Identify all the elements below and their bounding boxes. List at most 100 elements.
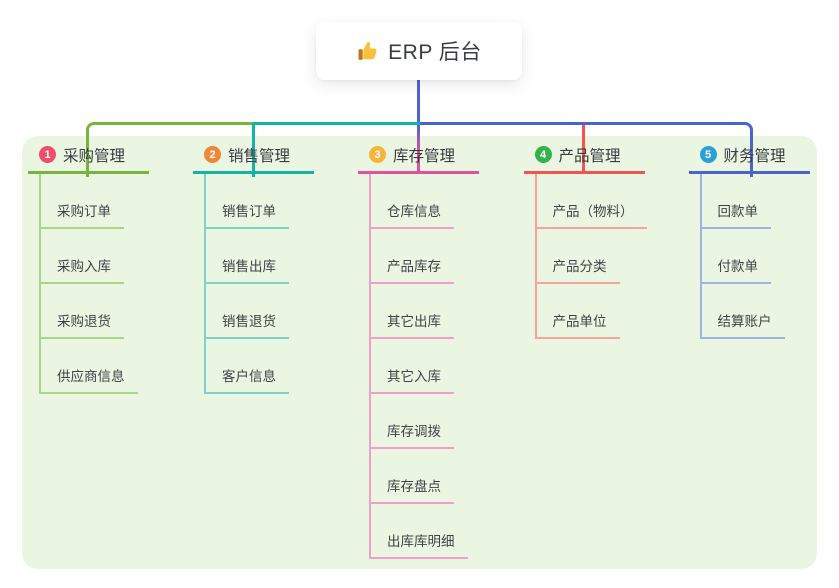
child-node[interactable]: 采购入库 <box>39 255 124 284</box>
branch-column: 3 库存管理 仓库信息产品库存其它出库其它入库库存调拨库存盘点出库库明细 <box>358 146 518 559</box>
branch-number-badge: 2 <box>204 146 221 163</box>
child-row: 结算账户 <box>689 284 839 339</box>
child-row: 供应商信息 <box>28 339 188 394</box>
branch-column: 1 采购管理 采购订单采购入库采购退货供应商信息 <box>28 146 188 394</box>
child-node[interactable]: 采购退货 <box>39 310 124 339</box>
children-connector-line <box>204 174 206 393</box>
branch-4-drop-line <box>582 125 585 174</box>
child-row: 客户信息 <box>193 339 353 394</box>
child-node-label: 其它入库 <box>387 369 441 384</box>
child-node[interactable]: 销售退货 <box>204 310 289 339</box>
child-node-label: 产品（物料） <box>552 204 634 219</box>
branch-node[interactable]: 2 销售管理 <box>193 146 314 174</box>
child-node-label: 库存盘点 <box>387 479 441 494</box>
child-node-label: 产品库存 <box>387 259 441 274</box>
branch-number-badge: 1 <box>39 146 56 163</box>
child-node[interactable]: 其它出库 <box>369 310 454 339</box>
child-node[interactable]: 客户信息 <box>204 365 289 394</box>
child-node[interactable]: 销售订单 <box>204 200 289 229</box>
child-node[interactable]: 产品分类 <box>534 255 620 284</box>
child-node-label: 采购订单 <box>57 204 111 219</box>
bus-corner-right-line <box>420 122 753 177</box>
child-row: 产品库存 <box>358 229 518 284</box>
branch-column: 5 财务管理 回款单付款单结算账户 <box>688 146 839 339</box>
child-row: 采购退货 <box>28 284 188 339</box>
root-connector-line <box>417 80 420 125</box>
child-row: 销售订单 <box>193 174 353 229</box>
branch-node-label: 采购管理 <box>63 147 126 165</box>
branch-3-drop-line <box>417 125 420 174</box>
child-node-label: 出库库明细 <box>387 534 455 549</box>
child-node-label: 其它出库 <box>387 314 441 329</box>
root-node[interactable]: ERP 后台 <box>316 22 522 80</box>
branch-children: 销售订单销售出库销售退货客户信息 <box>193 174 353 394</box>
branch-number-badge: 5 <box>699 146 717 163</box>
child-node[interactable]: 仓库信息 <box>369 200 454 229</box>
child-node[interactable]: 付款单 <box>699 255 771 284</box>
child-node[interactable]: 销售出库 <box>204 255 289 284</box>
branch-node-label: 产品管理 <box>558 147 621 165</box>
branches-panel <box>22 136 817 569</box>
child-row: 回款单 <box>689 174 839 229</box>
child-node-label: 采购入库 <box>57 259 111 274</box>
child-node[interactable]: 库存盘点 <box>369 475 454 504</box>
child-row: 销售出库 <box>193 229 353 284</box>
branch-column: 2 销售管理 销售订单销售出库销售退货客户信息 <box>193 146 353 394</box>
branch-node-label: 销售管理 <box>228 147 291 165</box>
branch-number-badge: 4 <box>534 146 552 163</box>
child-node-label: 采购退货 <box>57 314 111 329</box>
child-row: 仓库信息 <box>358 174 518 229</box>
branch-node[interactable]: 1 采购管理 <box>28 146 149 174</box>
child-row: 产品分类 <box>524 229 684 284</box>
child-row: 采购入库 <box>28 229 188 284</box>
child-node[interactable]: 供应商信息 <box>39 365 138 394</box>
child-node[interactable]: 产品（物料） <box>534 200 647 229</box>
child-node-label: 回款单 <box>717 204 759 219</box>
branch-node[interactable]: 4 产品管理 <box>523 146 645 174</box>
child-node[interactable]: 回款单 <box>699 200 771 229</box>
children-connector-line <box>534 174 537 338</box>
branch-column: 4 产品管理 产品（物料） 产品分类产品单位 <box>523 146 684 339</box>
branch-children: 采购订单采购入库采购退货供应商信息 <box>28 174 188 394</box>
child-row: 其它出库 <box>358 284 518 339</box>
child-node[interactable]: 出库库明细 <box>369 530 468 559</box>
root-node-label: ERP 后台 <box>388 41 482 64</box>
thumbs-up-icon <box>356 40 379 63</box>
child-row: 付款单 <box>689 229 839 284</box>
child-row: 库存盘点 <box>358 449 518 504</box>
child-node-label: 供应商信息 <box>57 369 125 384</box>
child-row: 产品（物料） <box>524 174 684 229</box>
child-node-label: 销售出库 <box>222 259 276 274</box>
branch-children: 仓库信息产品库存其它出库其它入库库存调拨库存盘点出库库明细 <box>358 174 518 559</box>
child-node[interactable]: 产品单位 <box>534 310 620 339</box>
branch-node[interactable]: 5 财务管理 <box>688 146 810 174</box>
children-connector-line <box>699 174 702 338</box>
branch-node[interactable]: 3 库存管理 <box>358 146 479 174</box>
child-row: 库存调拨 <box>358 394 518 449</box>
child-row: 产品单位 <box>524 284 684 339</box>
children-connector-line <box>369 174 371 558</box>
child-node-label: 库存调拨 <box>387 424 441 439</box>
children-connector-line <box>39 174 41 393</box>
branch-number-badge: 3 <box>369 146 386 163</box>
child-node-label: 客户信息 <box>222 369 276 384</box>
child-node[interactable]: 库存调拨 <box>369 420 454 449</box>
child-row: 出库库明细 <box>358 504 518 559</box>
child-node[interactable]: 产品库存 <box>369 255 454 284</box>
bus-middle-line <box>252 122 423 177</box>
child-node[interactable]: 采购订单 <box>39 200 124 229</box>
child-node-label: 仓库信息 <box>387 204 441 219</box>
child-node-label: 结算账户 <box>717 314 772 329</box>
bus-corner-left-line <box>86 122 256 177</box>
branch-node-label: 库存管理 <box>393 147 456 165</box>
child-node-label: 销售退货 <box>222 314 276 329</box>
child-node-label: 销售订单 <box>222 204 276 219</box>
child-node-label: 产品单位 <box>552 314 607 329</box>
child-row: 其它入库 <box>358 339 518 394</box>
child-node[interactable]: 其它入库 <box>369 365 454 394</box>
branch-node-label: 财务管理 <box>723 147 786 165</box>
child-node-label: 产品分类 <box>552 259 607 274</box>
child-node[interactable]: 结算账户 <box>699 310 785 339</box>
child-row: 采购订单 <box>28 174 188 229</box>
